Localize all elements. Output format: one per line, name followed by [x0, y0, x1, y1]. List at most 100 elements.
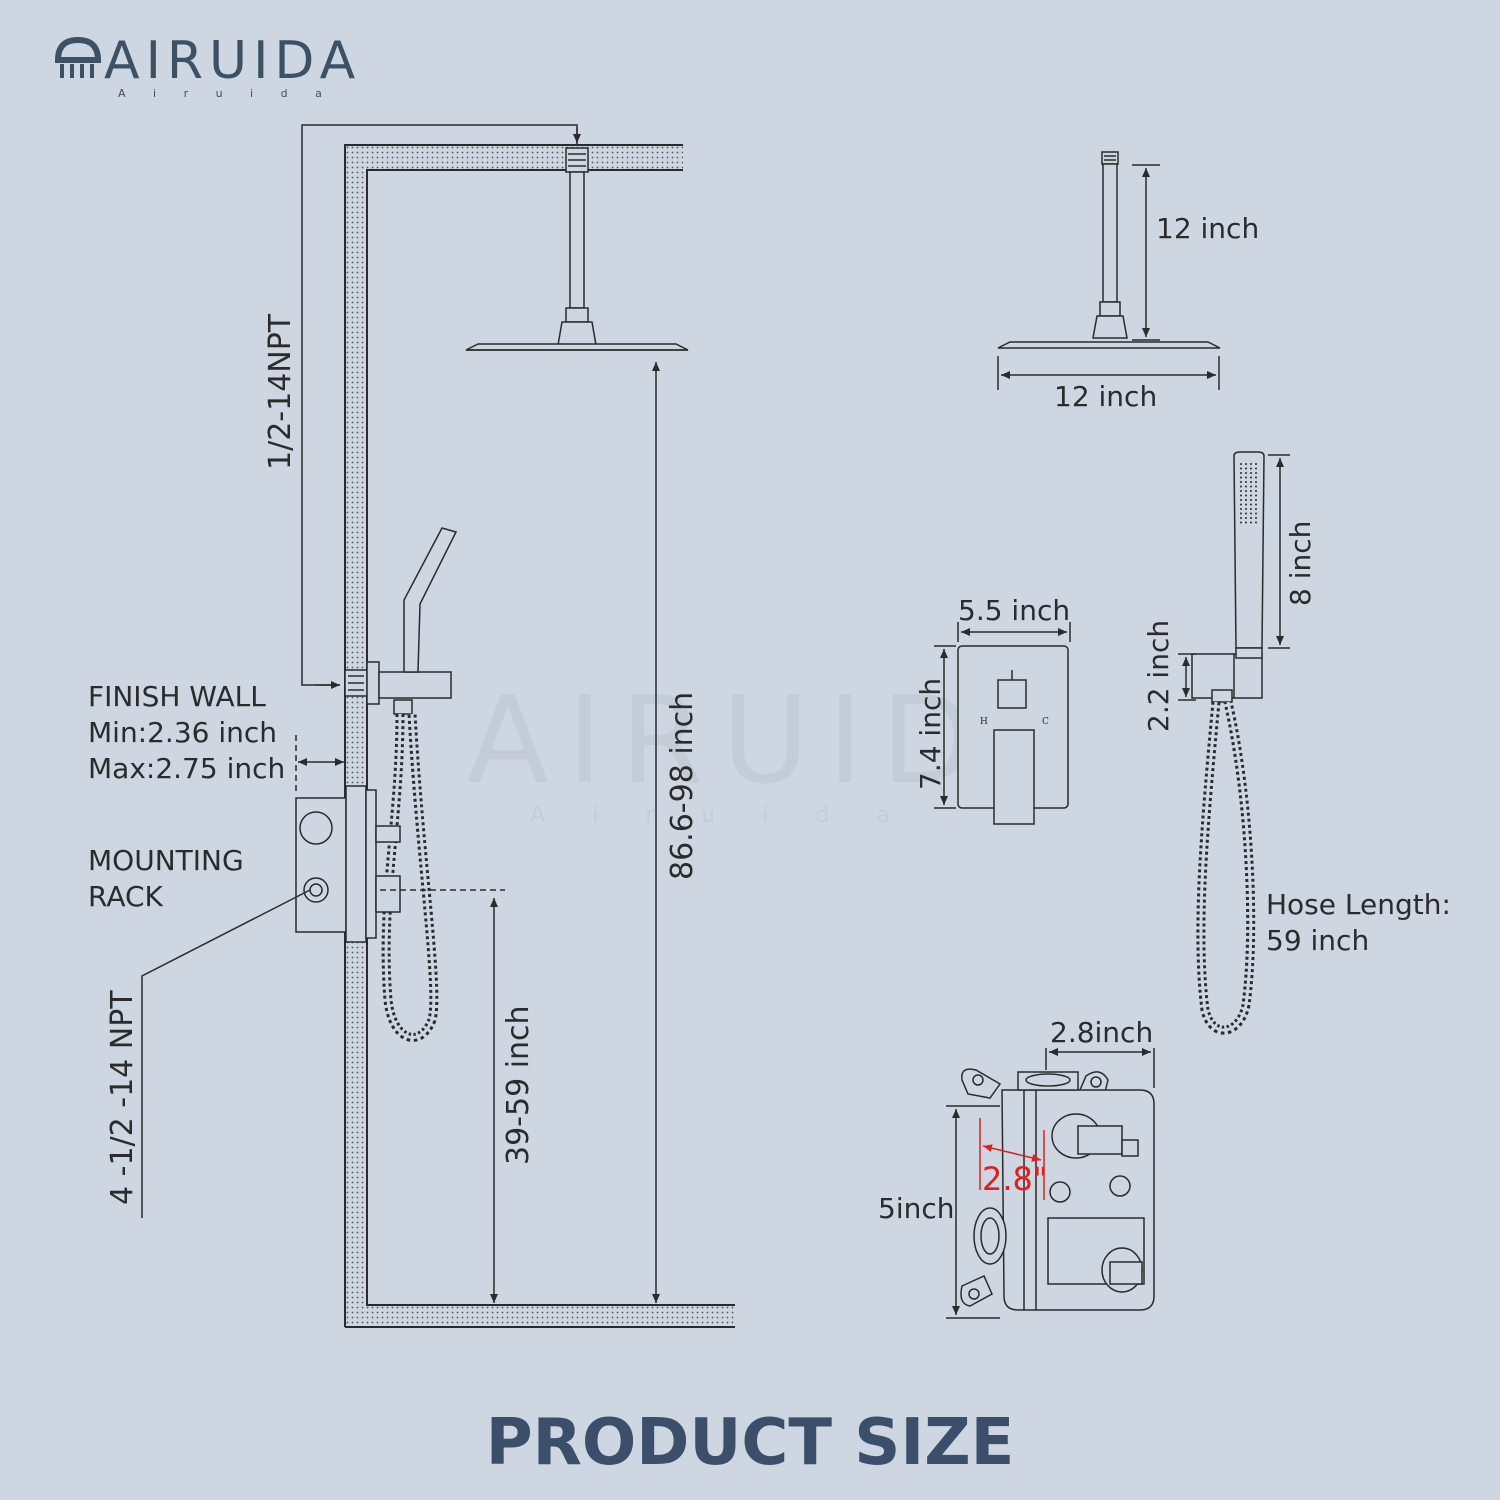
nozzle-dot [1245, 499, 1247, 501]
nozzle-dot [1245, 463, 1247, 465]
brand-logo-text: AIRUIDA [104, 31, 361, 91]
trim-h-label: H [980, 717, 988, 727]
nozzle-dot [1240, 467, 1242, 470]
nozzle-dot [1240, 517, 1242, 519]
nozzle-dot [1240, 472, 1242, 474]
nozzle-dot [1240, 521, 1242, 524]
npt-top-label: 1/2-14NPT [263, 313, 298, 470]
handheld-nozzles [1240, 463, 1257, 524]
nozzle-dot [1255, 517, 1257, 519]
nozzle-dot [1255, 490, 1257, 492]
shower-logo-icon [54, 36, 102, 78]
nozzle-dot [1245, 521, 1247, 524]
rain-shower-head [465, 147, 689, 351]
nozzle-dot [1255, 467, 1257, 470]
finish-wall-max: Max:2.75 inch [88, 752, 285, 785]
nozzle-dot [1240, 494, 1242, 497]
shower-head-detail [997, 151, 1221, 349]
wall-handheld-assembly [344, 527, 458, 1042]
nozzle-dot [1240, 485, 1242, 488]
rough-in-valve-detail [960, 1068, 1155, 1311]
nozzle-dot [1245, 467, 1247, 470]
total-height-label: 86.6-98 inch [665, 692, 700, 880]
finish-wall-label: FINISH WALL [88, 680, 266, 713]
trim-height-label: 7.4 inch [914, 678, 947, 790]
trim-height-dimension [934, 645, 956, 809]
nozzle-dot [1250, 481, 1252, 483]
handheld-length-dimension [1268, 454, 1290, 649]
npt-side-label: 4 -1/2 -14 NPT [105, 990, 140, 1205]
trim-plate-detail [957, 645, 1069, 825]
wall-section [344, 144, 735, 1328]
nozzle-dot [1250, 490, 1252, 492]
footer-title: PRODUCT SIZE [486, 1406, 1015, 1480]
nozzle-dot [1240, 476, 1242, 479]
valve-body-height-label: 5inch [878, 1192, 954, 1225]
nozzle-dot [1255, 494, 1257, 497]
valve-body-height-dimension [946, 1105, 1000, 1319]
valve-depth-label: 2.8inch [1050, 1016, 1153, 1049]
nozzle-dot [1245, 481, 1247, 483]
npt-top-leader [301, 124, 581, 689]
mounting-rack-annotation: MOUNTING RACK [88, 844, 311, 1218]
brand-logo: AIRUIDA A i r u i d a [54, 31, 361, 100]
nozzle-dot [1250, 517, 1252, 519]
trim-width-dimension [957, 622, 1071, 642]
finish-wall-min: Min:2.36 inch [88, 716, 277, 749]
valve-inner-label: 2.8" [982, 1160, 1048, 1198]
nozzle-dot [1250, 472, 1252, 474]
nozzle-dot [1250, 494, 1252, 497]
nozzle-dot [1255, 521, 1257, 524]
nozzle-dot [1240, 508, 1242, 510]
head-width-label: 12 inch [1054, 380, 1157, 413]
nozzle-dot [1240, 499, 1242, 501]
nozzle-dot [1255, 512, 1257, 515]
nozzle-dot [1250, 499, 1252, 501]
nozzle-dot [1245, 512, 1247, 515]
finish-wall-annotation: FINISH WALL Min:2.36 inch Max:2.75 inch [88, 680, 344, 795]
nozzle-dot [1255, 463, 1257, 465]
nozzle-dot [1250, 485, 1252, 488]
nozzle-dot [1250, 512, 1252, 515]
nozzle-dot [1250, 508, 1252, 510]
trim-c-label: C [1042, 717, 1049, 727]
nozzle-dot [1240, 512, 1242, 515]
valve-height-label: 39-59 inch [501, 1005, 536, 1165]
valve-depth-dimension [1045, 1048, 1155, 1088]
arm-length-label: 12 inch [1156, 212, 1259, 245]
nozzle-dot [1245, 476, 1247, 479]
nozzle-dot [1245, 494, 1247, 497]
handheld-length-label: 8 inch [1284, 521, 1317, 606]
hose-length-label: Hose Length: [1266, 888, 1451, 921]
mounting-rack-side [295, 785, 401, 943]
hose-length-value: 59 inch [1266, 924, 1369, 957]
nozzle-dot [1245, 503, 1247, 506]
holder-height-label: 2.2 inch [1142, 620, 1175, 732]
holder-height-dimension [1178, 653, 1196, 701]
nozzle-dot [1240, 490, 1242, 492]
nozzle-dot [1250, 476, 1252, 479]
nozzle-dot [1240, 463, 1242, 465]
nozzle-dot [1255, 476, 1257, 479]
head-width-dimension [997, 356, 1220, 390]
trim-width-label: 5.5 inch [958, 594, 1070, 627]
nozzle-dot [1245, 485, 1247, 488]
nozzle-dot [1255, 481, 1257, 483]
nozzle-dot [1255, 472, 1257, 474]
nozzle-dot [1245, 508, 1247, 510]
nozzle-dot [1255, 503, 1257, 506]
rack-label: RACK [88, 880, 164, 913]
nozzle-dot [1250, 467, 1252, 470]
nozzle-dot [1250, 521, 1252, 524]
nozzle-dot [1255, 485, 1257, 488]
nozzle-dot [1250, 503, 1252, 506]
nozzle-dot [1255, 508, 1257, 510]
nozzle-dot [1245, 517, 1247, 519]
nozzle-dot [1255, 499, 1257, 501]
arm-length-dimension [1132, 164, 1160, 341]
nozzle-dot [1245, 490, 1247, 492]
nozzle-dot [1245, 472, 1247, 474]
watermark-sub: A i r u i d a [530, 803, 910, 828]
